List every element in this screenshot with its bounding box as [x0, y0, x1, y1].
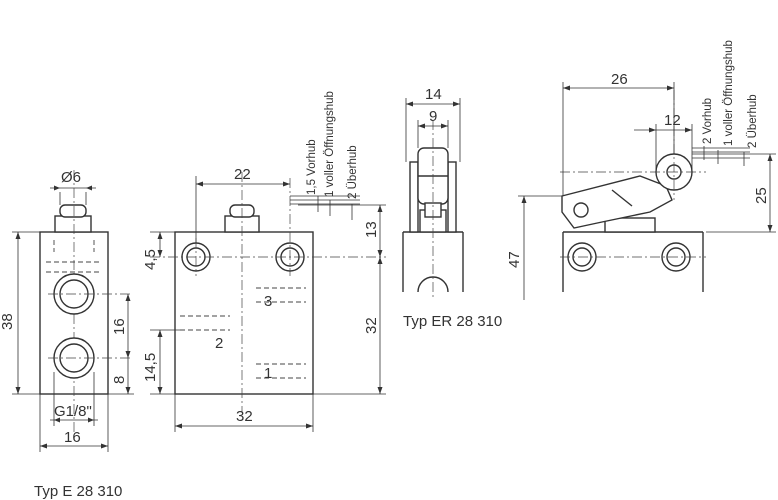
dim-er-roller-12: 12	[664, 112, 681, 129]
view-e-side: Ø6 38 16 8 G1/8" 16 Typ E 28 310	[0, 169, 134, 500]
er-plunger-housing	[604, 217, 656, 233]
er-stroke-over-2: 2 Überhub	[747, 94, 759, 148]
er-stroke-pre-2: 2 Vorhub	[702, 98, 714, 144]
view-er-front: 26 12 47 25 2 Vorhub 1 voller Öffnungshu…	[506, 40, 776, 300]
port-label-2: 2	[215, 335, 223, 352]
dim-er-47: 47	[506, 251, 523, 268]
stroke-over-2: 2 Überhub	[347, 145, 359, 199]
dim-height-38: 38	[0, 313, 16, 330]
dim-diameter-6: Ø6	[61, 169, 81, 186]
dim-er-roller-9: 9	[429, 108, 437, 125]
caption-type-er: Typ ER 28 310	[403, 313, 502, 330]
dim-width-16: 16	[64, 429, 81, 446]
port-label-3: 3	[264, 293, 272, 310]
er-bracket-right	[447, 161, 457, 233]
dim-width-32: 32	[236, 408, 253, 425]
er-lever-pivot	[573, 202, 589, 218]
plunger-tip	[59, 204, 87, 218]
er-stroke-full-1: 1 voller Öffnungshub	[723, 40, 735, 146]
dim-port-spacing-16: 16	[111, 318, 128, 335]
dim-thread-g1-8: G1/8"	[54, 403, 92, 420]
er-lever	[561, 175, 673, 229]
dim-13: 13	[363, 221, 380, 238]
dim-port-offset-8: 8	[111, 376, 128, 384]
dim-er-width-14: 14	[425, 86, 442, 103]
view-e-front: 3 2 1 22 4,5 14,5 32 13	[142, 91, 386, 432]
stroke-full-1: 1 voller Öffnungshub	[324, 91, 336, 197]
dim-hole-offset-4-5: 4,5	[142, 249, 159, 270]
port-label-1: 1	[264, 365, 272, 382]
dim-er-25: 25	[753, 187, 770, 204]
view-er-side: 14 9 Typ ER 28 310	[402, 86, 502, 330]
dim-er-26: 26	[611, 71, 628, 88]
dim-port-offset-14-5: 14,5	[142, 353, 159, 382]
dim-hole-spacing-22: 22	[234, 166, 251, 183]
plunger-base	[54, 215, 92, 233]
dim-height-32: 32	[363, 317, 380, 334]
er-bracket-left	[409, 161, 419, 233]
caption-type-e: Typ E 28 310	[34, 483, 122, 500]
stroke-pre-1-5: 1,5 Vorhub	[306, 139, 318, 195]
